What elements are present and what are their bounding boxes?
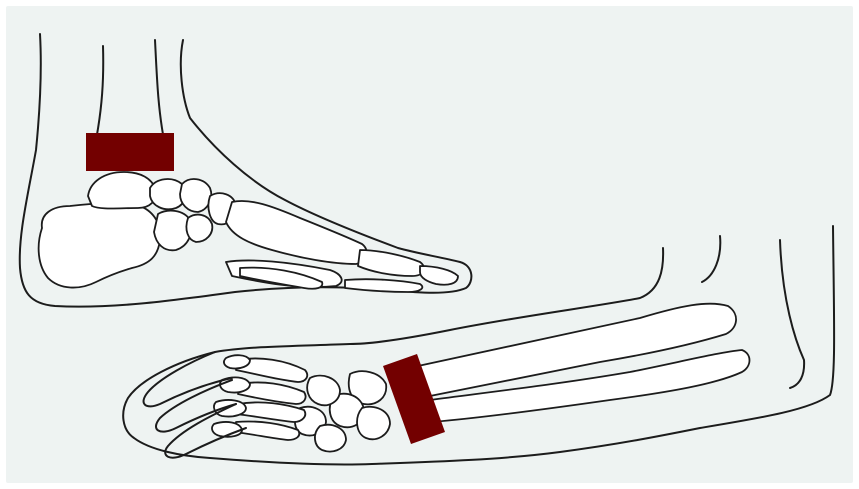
hand-carpal-capitate xyxy=(315,425,346,452)
foot-cuneiform-2 xyxy=(186,215,212,242)
ankle-band-marker xyxy=(86,133,174,171)
foot-cuneiform-1 xyxy=(180,179,211,212)
hand-phalanx-3 xyxy=(214,400,246,417)
hand-phalanx-1 xyxy=(224,355,250,368)
hand-carpal-trapezium xyxy=(307,376,340,406)
hand-carpal-triquetrum xyxy=(357,407,390,439)
foot-cuboid xyxy=(154,211,191,251)
